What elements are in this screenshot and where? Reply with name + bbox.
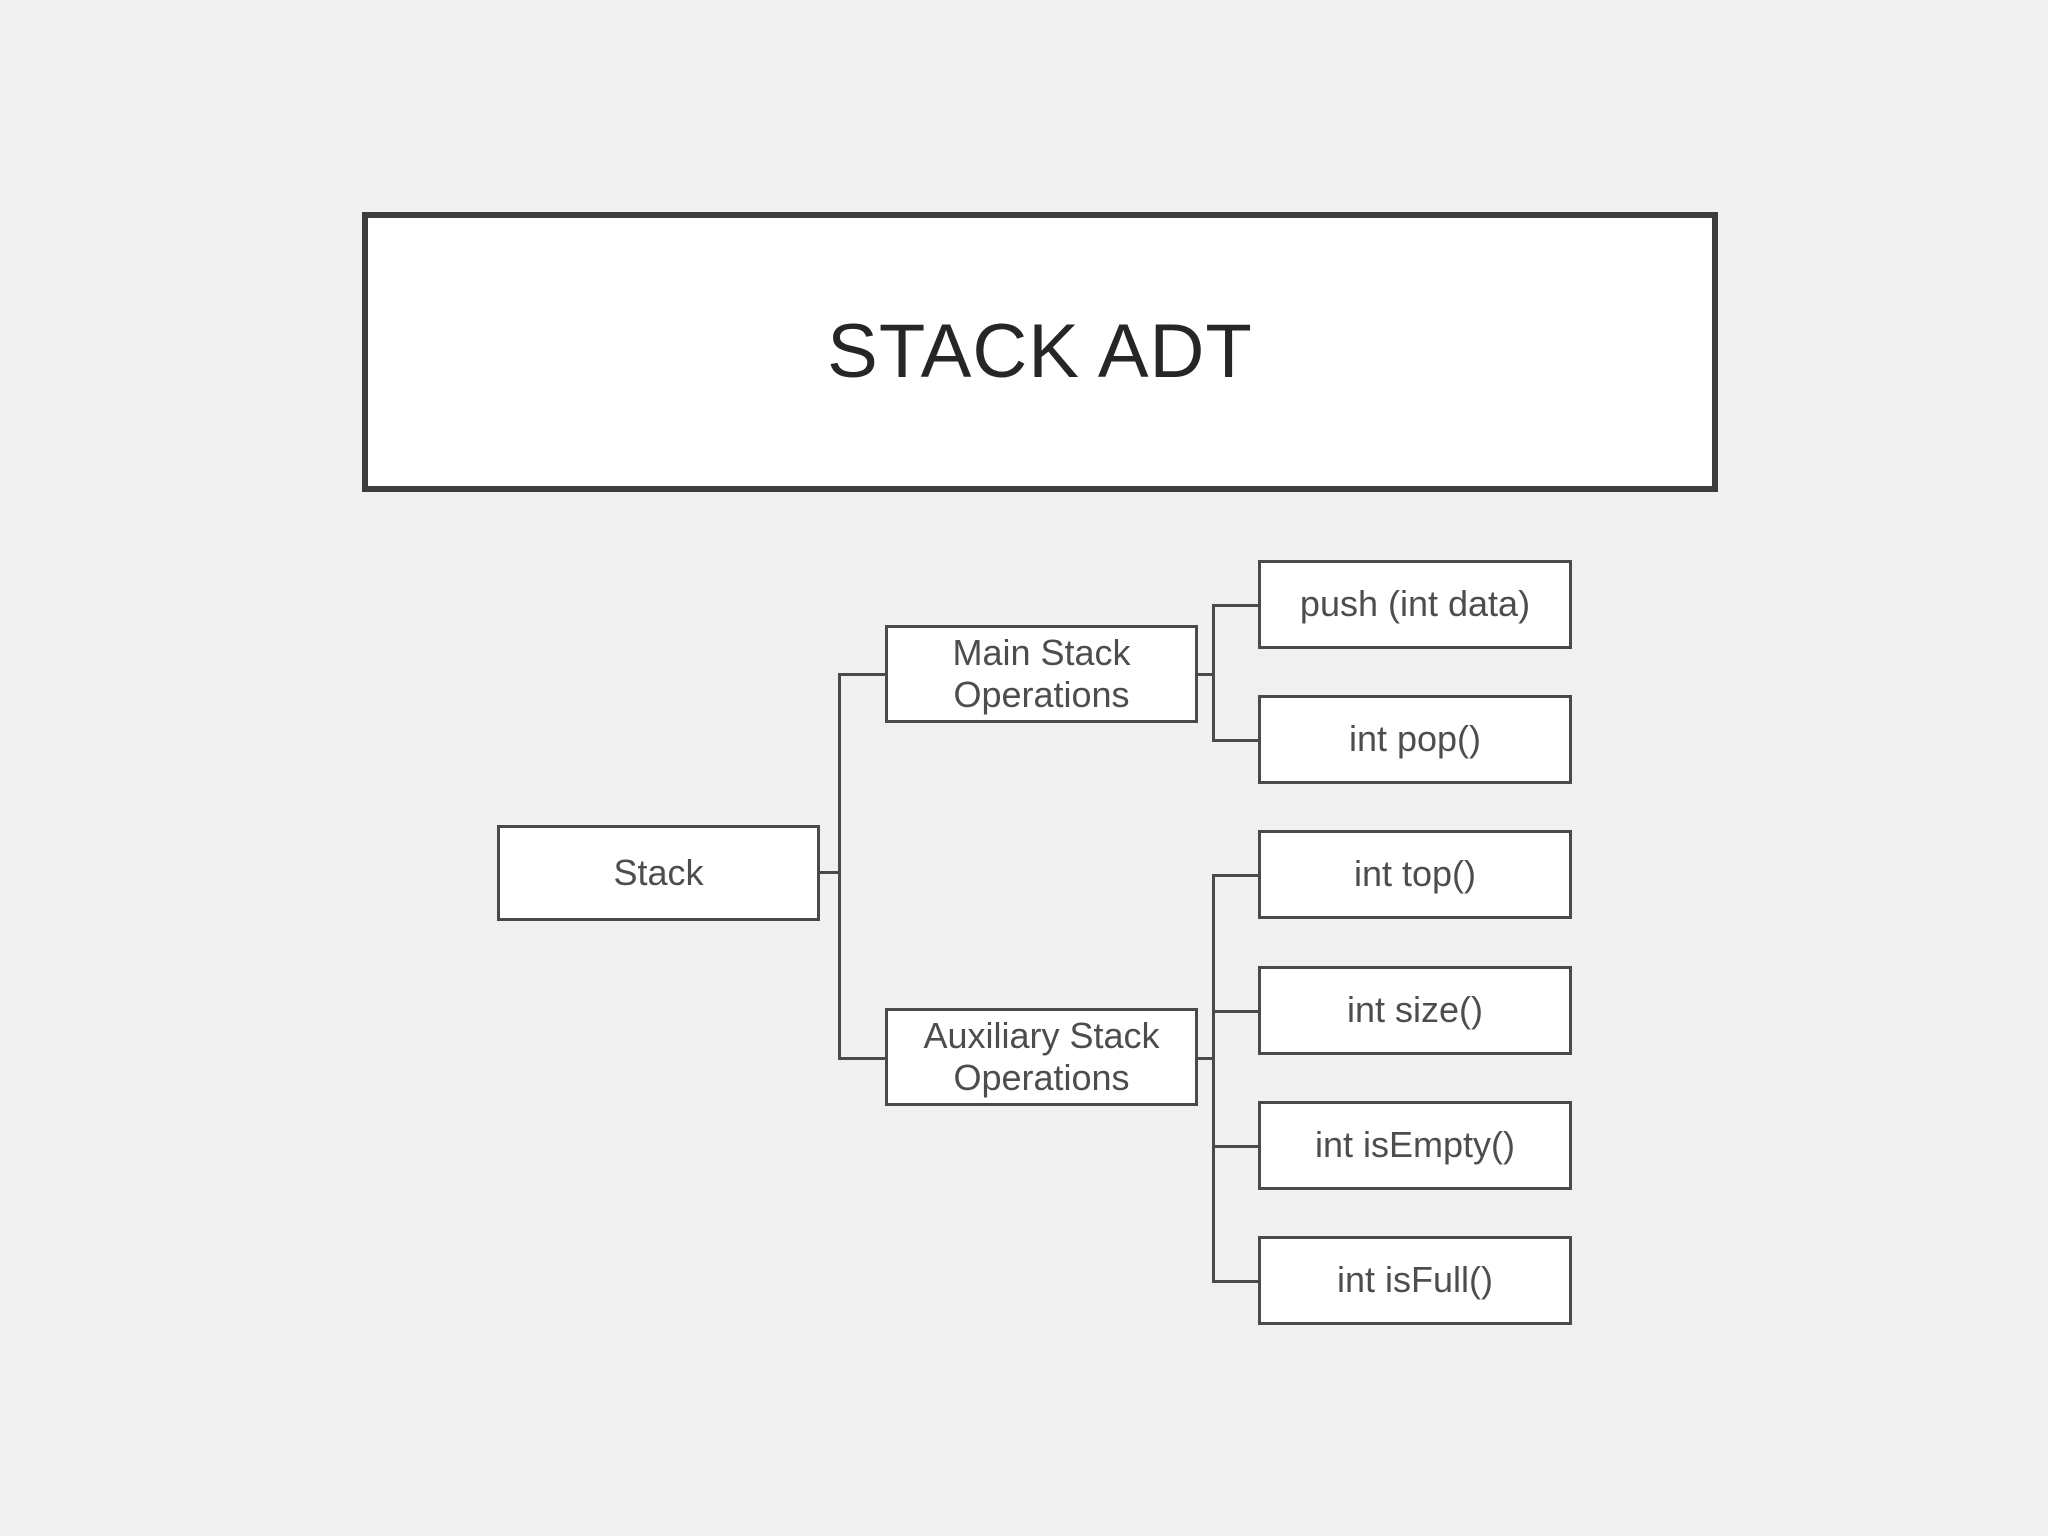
node-push[interactable]: push (int data) bbox=[1258, 560, 1572, 649]
connector-main-trunk bbox=[1212, 604, 1215, 740]
node-size[interactable]: int size() bbox=[1258, 966, 1572, 1055]
node-stack[interactable]: Stack bbox=[497, 825, 820, 921]
connector-main-to-pop bbox=[1212, 739, 1258, 742]
node-isfull[interactable]: int isFull() bbox=[1258, 1236, 1572, 1325]
connector-root-stub bbox=[820, 871, 838, 874]
connector-aux-to-top bbox=[1212, 874, 1258, 877]
connector-root-to-main bbox=[838, 673, 885, 676]
page-title: STACK ADT bbox=[827, 309, 1253, 394]
node-top[interactable]: int top() bbox=[1258, 830, 1572, 919]
connector-aux-stub bbox=[1198, 1057, 1214, 1060]
node-pop[interactable]: int pop() bbox=[1258, 695, 1572, 784]
connector-aux-to-isempty bbox=[1212, 1145, 1258, 1148]
node-auxiliary-stack-operations[interactable]: Auxiliary Stack Operations bbox=[885, 1008, 1198, 1106]
node-main-stack-operations[interactable]: Main Stack Operations bbox=[885, 625, 1198, 723]
connector-main-to-push bbox=[1212, 604, 1258, 607]
connector-aux-to-isfull bbox=[1212, 1280, 1258, 1283]
connector-root-trunk bbox=[838, 673, 841, 1057]
node-isempty[interactable]: int isEmpty() bbox=[1258, 1101, 1572, 1190]
connector-root-to-aux bbox=[838, 1057, 885, 1060]
connector-aux-to-size bbox=[1212, 1010, 1258, 1013]
title-banner: STACK ADT bbox=[362, 212, 1718, 492]
connector-main-stub bbox=[1198, 673, 1214, 676]
connector-aux-trunk bbox=[1212, 874, 1215, 1281]
